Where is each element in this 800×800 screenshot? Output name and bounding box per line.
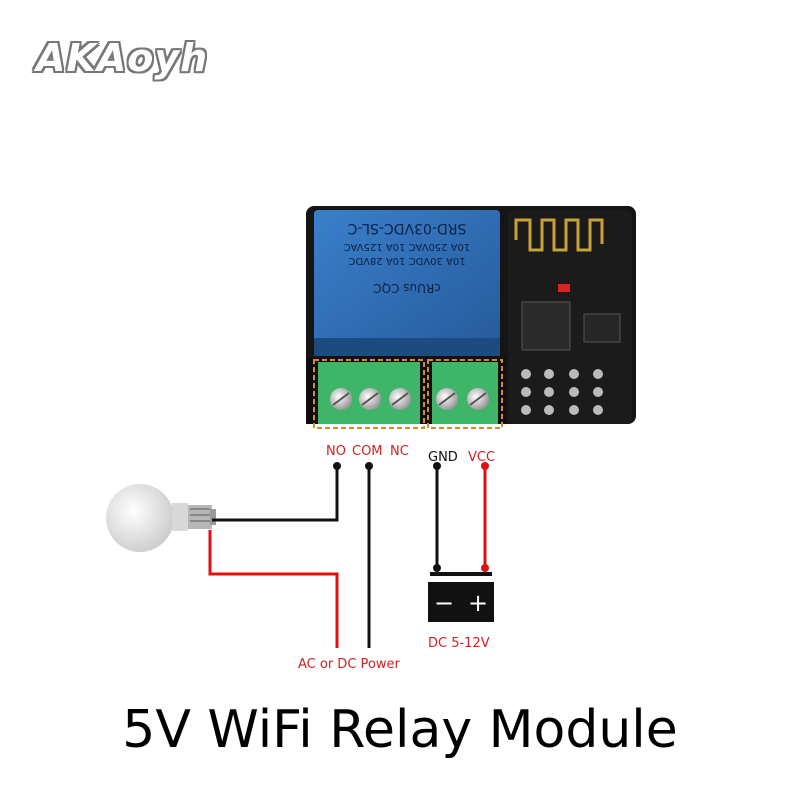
wifi-chip (521, 301, 571, 351)
terminal-label-nc: NC (390, 444, 409, 459)
power-terminal-highlight (427, 359, 503, 429)
terminal-label-com: COM (352, 444, 383, 459)
relay-rating-line-2: 10A 30VDC 10A 28VDC (348, 255, 465, 266)
dc-voltage-label: DC 5-12V (428, 636, 490, 651)
terminal-label-vcc: VCC (468, 450, 496, 465)
brand-logo: AKAoyh (36, 36, 209, 80)
battery-plus-sign: + (468, 589, 488, 617)
pcb-antenna (514, 218, 604, 252)
relay-rating-line-1: 10A 250VAC 10A 125VAC (344, 241, 471, 252)
wire-no-black (212, 466, 339, 522)
product-caption: 5V WiFi Relay Module (122, 700, 678, 760)
dc-power-source: − + (428, 572, 494, 622)
relay-component: SRD-03VDC-SL-C 10A 250VAC 10A 125VAC 10A… (314, 210, 500, 356)
relay-terminal-block (313, 359, 425, 429)
power-terminal-block (427, 359, 503, 429)
wire-load-red (208, 530, 339, 648)
light-bulb (106, 484, 216, 552)
relay-cert-text: cRUus CQC (373, 281, 441, 295)
status-led (558, 284, 570, 292)
load-power-label: AC or DC Power (298, 657, 400, 672)
relay-terminal-highlight (313, 359, 425, 429)
battery-minus-sign: − (434, 589, 454, 617)
wires (208, 462, 489, 648)
relay-model-text: SRD-03VDC-SL-C (347, 220, 466, 236)
esp01-wifi-module (508, 210, 632, 424)
flash-chip (583, 313, 621, 343)
terminal-label-gnd: GND (428, 450, 458, 465)
terminal-label-no: NO (326, 444, 346, 459)
